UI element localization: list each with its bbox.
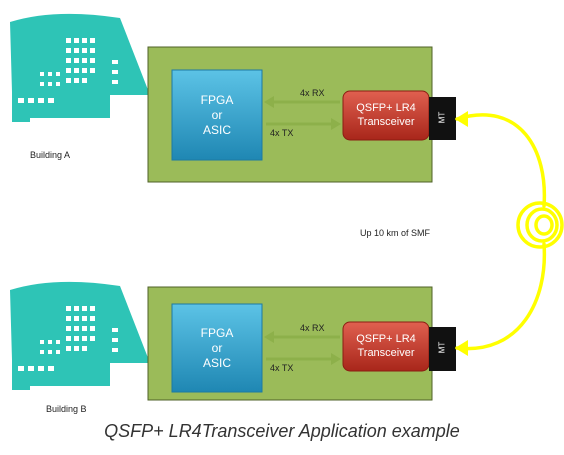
fpga-a-block xyxy=(171,69,263,161)
rx-a-label: 4x RX xyxy=(300,88,325,98)
qsfp-b-label: QSFP+ LR4 Transceiver xyxy=(343,332,429,360)
fpga-a-line-2: or xyxy=(211,108,223,122)
mt-a-label: MT xyxy=(437,111,447,124)
rx-arrow-b xyxy=(264,331,340,343)
qsfp-a-label: QSFP+ LR4 Transceiver xyxy=(343,101,429,129)
rx-arrow-a xyxy=(264,96,340,108)
fpga-b-line-3: ASIC xyxy=(202,356,231,370)
tx-arrow-a xyxy=(266,118,341,130)
qsfp-a-line-2: Transceiver xyxy=(357,116,415,128)
fiber-arrowhead-top xyxy=(455,111,468,127)
fpga-a-label: FPGA or ASIC xyxy=(172,93,262,138)
building-a-icon xyxy=(10,13,150,122)
qsfp-b-line-1: QSFP+ LR4 xyxy=(356,333,416,345)
figure-caption: QSFP+ LR4Transceiver Application example xyxy=(104,421,460,441)
building-a-label: Building A xyxy=(30,150,71,160)
fpga-b-line-2: or xyxy=(211,341,223,355)
rx-b-label: 4x RX xyxy=(300,323,325,333)
tx-a-label: 4x TX xyxy=(270,128,294,138)
building-b-label: Building B xyxy=(46,404,87,414)
mt-b-label: MT xyxy=(437,341,447,354)
mt-connector-b xyxy=(429,327,456,371)
fpga-b-block xyxy=(171,303,263,393)
qsfp-a-line-1: QSFP+ LR4 xyxy=(356,102,416,114)
fpga-a-line-3: ASIC xyxy=(202,123,231,137)
tx-arrow-b xyxy=(266,353,341,365)
fpga-b-label: FPGA or ASIC xyxy=(172,326,262,371)
fpga-b-line-1: FPGA xyxy=(200,326,234,340)
fpga-a-line-1: FPGA xyxy=(200,93,234,107)
fiber-cable xyxy=(455,113,564,351)
tx-b-label: 4x TX xyxy=(270,363,294,373)
mt-connector-a xyxy=(429,97,456,140)
building-b-icon xyxy=(10,281,150,390)
fiber-arrowhead-bottom xyxy=(455,340,468,356)
fiber-label: Up 10 km of SMF xyxy=(360,228,431,238)
qsfp-b-line-2: Transceiver xyxy=(357,347,415,359)
